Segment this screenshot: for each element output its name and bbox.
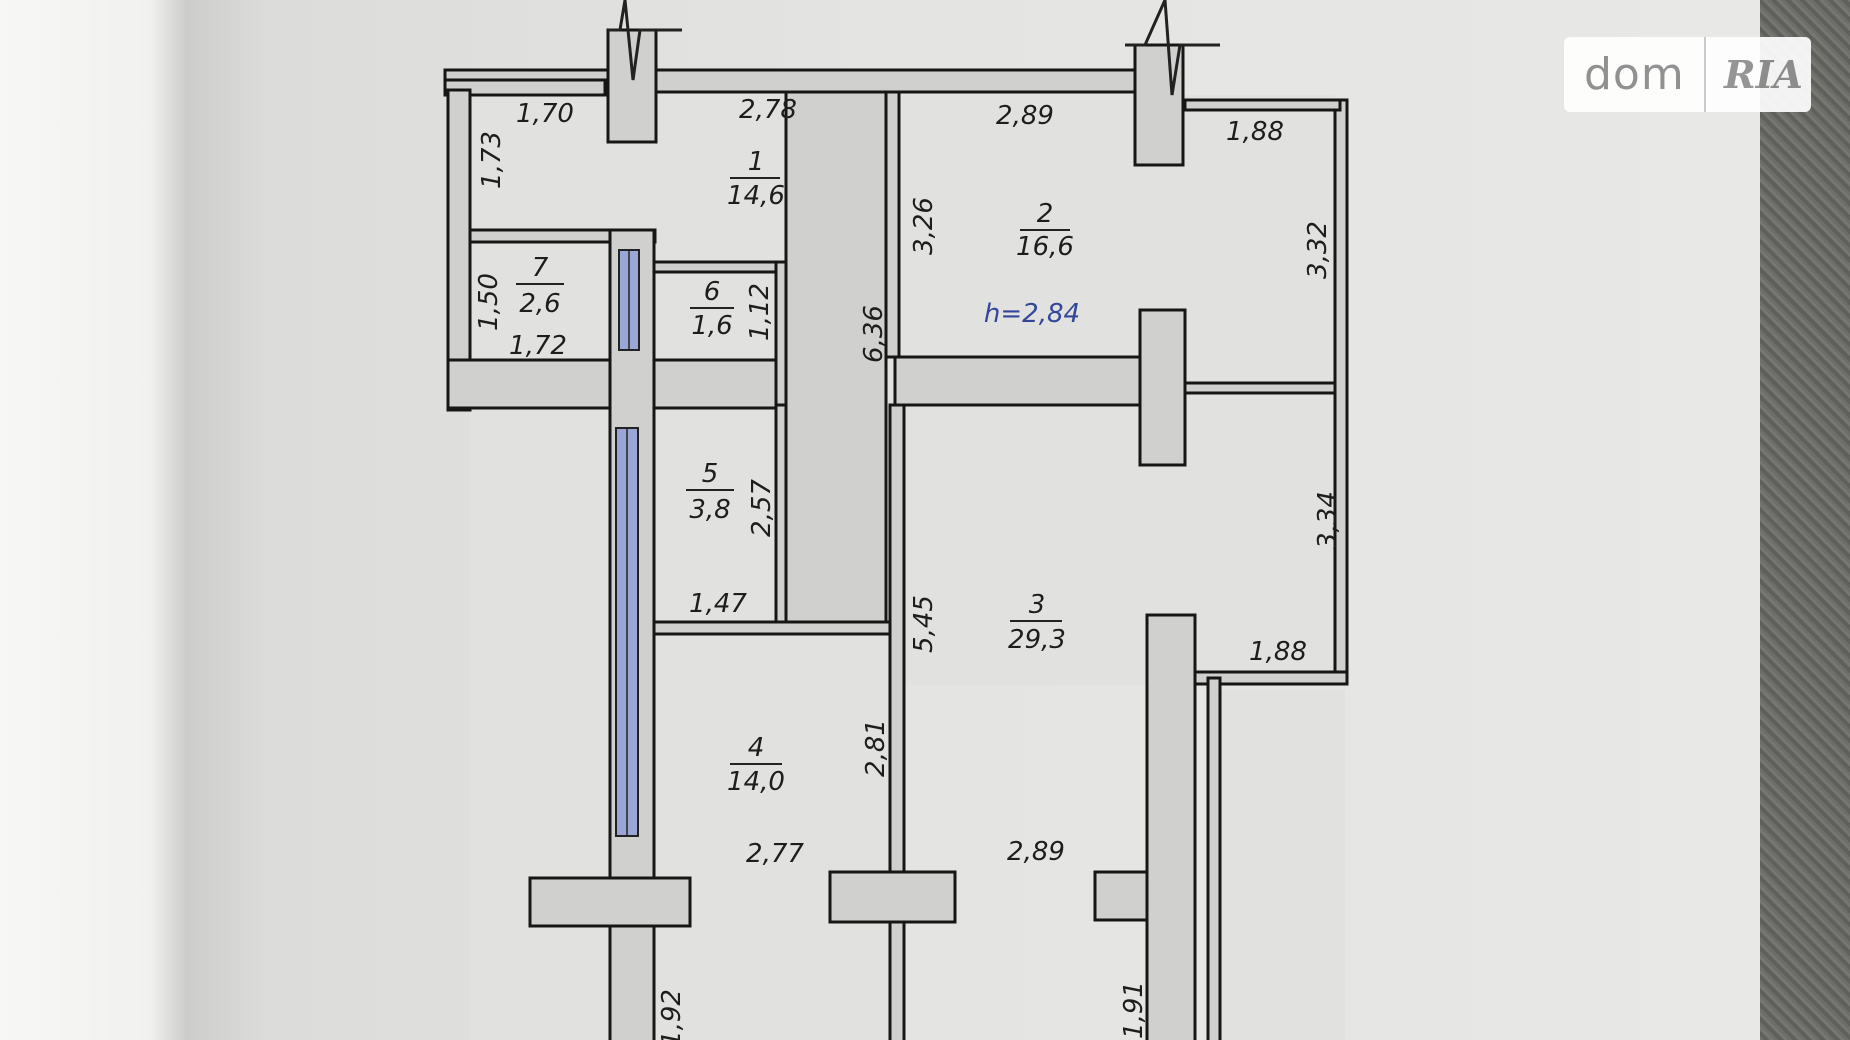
wall-right <box>1333 98 1349 684</box>
wall-bottom-tee <box>528 876 692 928</box>
book-spine-page <box>0 0 195 1040</box>
wall-room4-top <box>652 620 896 636</box>
room1-area: 14,6 <box>727 181 785 211</box>
dim-2-89-top: 2,89 <box>996 101 1054 131</box>
dim-1-12: 1,12 <box>745 283 775 341</box>
room6-number: 6 <box>704 277 721 307</box>
dim-1-91: 1,91 <box>1119 981 1149 1039</box>
column-right-stub <box>1206 676 1222 1040</box>
room5-number: 5 <box>702 459 719 489</box>
dim-1-47: 1,47 <box>689 589 747 619</box>
column-top-right <box>1133 43 1185 167</box>
carpet-background <box>1760 0 1850 1040</box>
room2-area: 16,6 <box>1016 232 1074 262</box>
wall-corridor <box>784 90 888 624</box>
wall-left <box>446 88 472 412</box>
dim-3-32: 3,32 <box>1303 221 1333 279</box>
room3-area: 29,3 <box>1008 625 1066 655</box>
watermark-mark: RIA <box>1724 52 1803 97</box>
room4-area: 14,0 <box>727 767 785 797</box>
dim-1-72: 1,72 <box>509 331 567 361</box>
room4-number: 4 <box>748 733 765 763</box>
wall-2-3 <box>893 355 1144 407</box>
room5-area: 3,8 <box>689 495 730 525</box>
dim-2-77: 2,77 <box>746 839 804 869</box>
dim-1-88-top: 1,88 <box>1226 117 1284 147</box>
watermark-text: dom <box>1584 49 1685 100</box>
dim-5-45: 5,45 <box>909 595 939 653</box>
dim-3-34: 3,34 <box>1313 491 1343 549</box>
dim-1-70: 1,70 <box>516 99 574 129</box>
room3-number: 3 <box>1029 590 1046 620</box>
wall-3-4 <box>888 403 906 1040</box>
room-labels: 1 14,6 2 16,6 3 29,3 4 14,0 5 3,8 6 1,6 … <box>516 147 1080 797</box>
column-right <box>1145 613 1197 1040</box>
dimension-labels: 1,70 2,78 2,89 1,88 1,73 3,26 3,32 1,50 … <box>474 95 1343 1040</box>
window-left <box>615 249 640 837</box>
dim-3-26: 3,26 <box>909 197 939 255</box>
dim-6-36: 6,36 <box>859 305 889 363</box>
column-right-ledge <box>1093 870 1149 922</box>
wall-2-3-tee <box>1138 308 1187 467</box>
wall-top-right <box>1183 98 1342 112</box>
room6-area: 1,6 <box>691 311 732 341</box>
dim-1-88-bottom: 1,88 <box>1249 637 1307 667</box>
watermark-logo: dom RIA <box>1564 37 1811 112</box>
dim-2-89-bottom: 2,89 <box>1007 837 1065 867</box>
wall-room6 <box>652 260 788 274</box>
dim-2-81: 2,81 <box>861 719 891 777</box>
room1-number: 1 <box>748 147 765 177</box>
dim-2-57: 2,57 <box>747 479 777 537</box>
dim-1-92: 1,92 <box>657 989 687 1040</box>
wall-2-3-right <box>1183 381 1342 395</box>
dim-1-73: 1,73 <box>477 131 507 189</box>
room7-area: 2,6 <box>519 289 560 319</box>
dim-1-50: 1,50 <box>474 273 504 331</box>
wall-3-4-block <box>828 870 957 924</box>
dim-2-78: 2,78 <box>739 95 797 125</box>
ceiling-height: h=2,84 <box>984 299 1080 329</box>
wall-top-left <box>443 78 607 97</box>
break-lines <box>608 0 1220 96</box>
room7-number: 7 <box>532 253 549 283</box>
watermark-divider <box>1704 37 1706 112</box>
room2-number: 2 <box>1037 199 1054 229</box>
column-top-left <box>606 28 658 144</box>
